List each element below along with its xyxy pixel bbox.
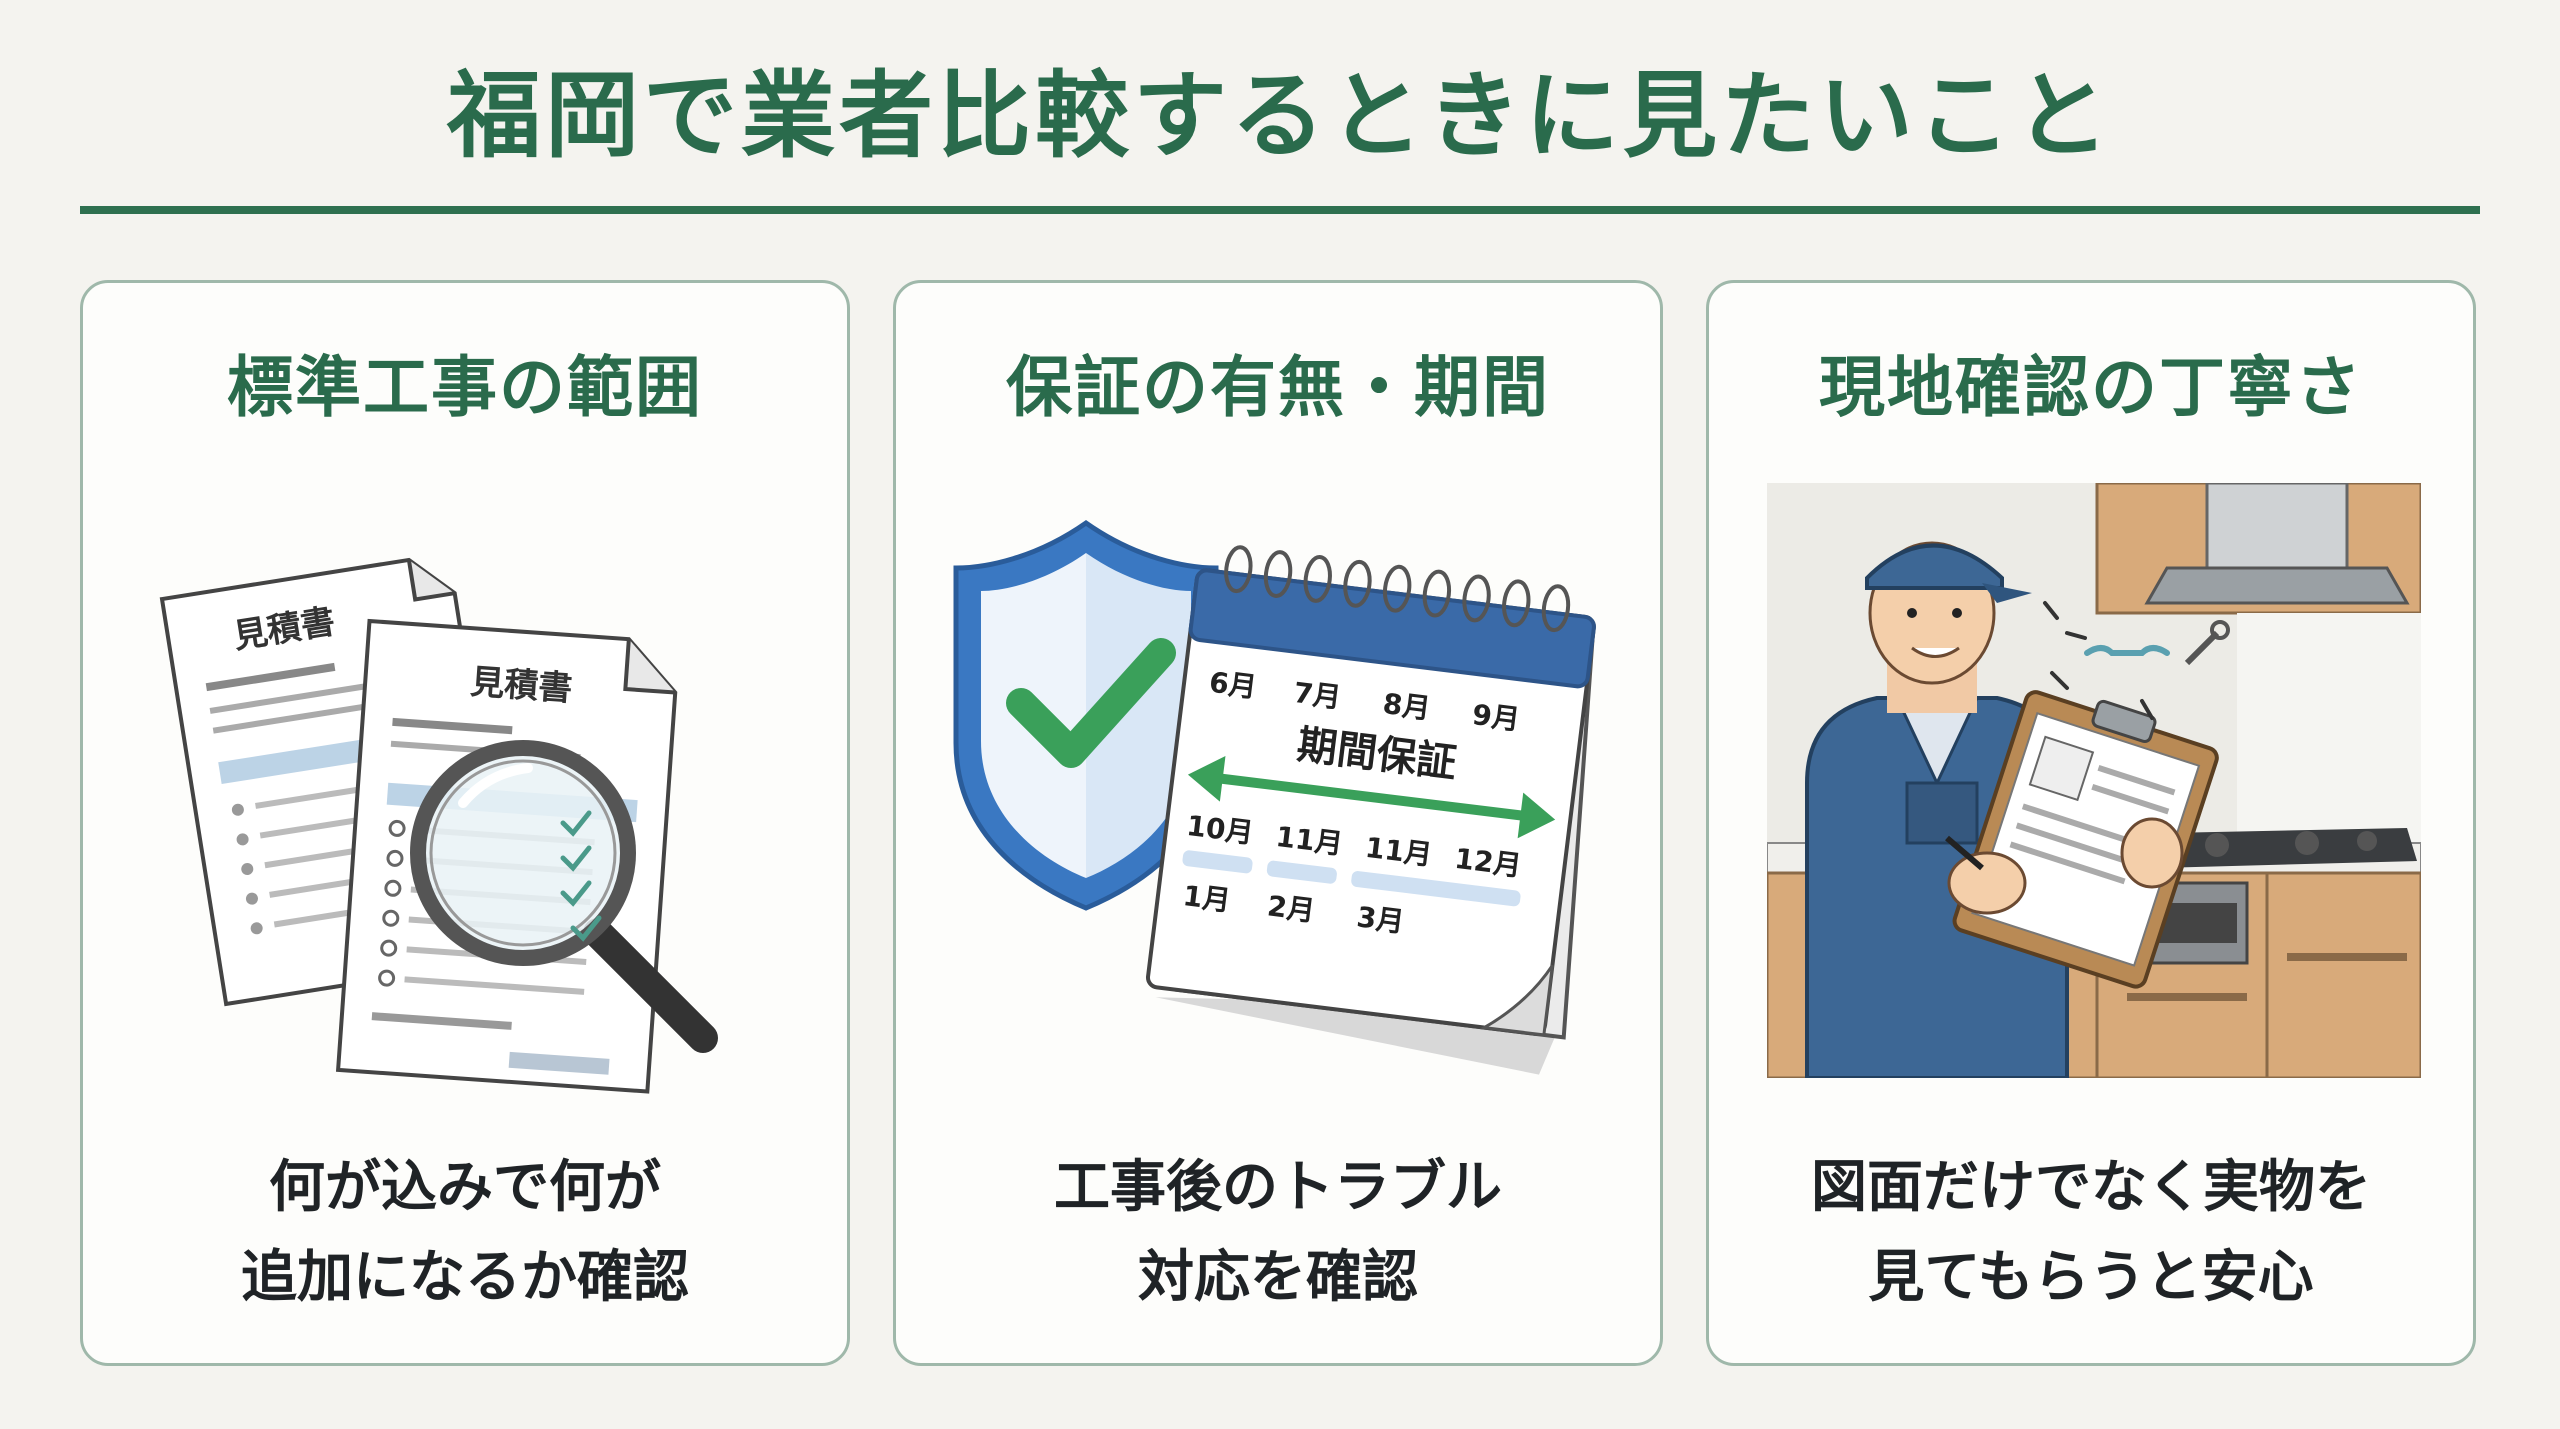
estimate-document-illustration: 見積書 見積書 bbox=[159, 557, 718, 1094]
title-divider bbox=[80, 206, 2480, 214]
sparkle-lines bbox=[2043, 601, 2154, 720]
card-description: 工事後のトラブル 対応を確認 bbox=[896, 1143, 1660, 1323]
warranty-illustration: 6月 7月 8月 9月 期間保証 10月 11月 11月 12月 bbox=[953, 519, 1596, 1075]
pen-icon bbox=[1945, 835, 1984, 871]
card-site-inspection: 現地確認の丁寧さ bbox=[1706, 280, 2476, 1366]
wrench-icon bbox=[2084, 620, 2230, 666]
period-arrow bbox=[1187, 756, 1556, 839]
card-heading: 現地確認の丁寧さ bbox=[1819, 349, 2363, 426]
doc-label-front: 見積書 bbox=[469, 662, 574, 709]
card-description-line: 工事後のトラブル bbox=[1054, 1155, 1502, 1220]
calendar-month: 2月 bbox=[1266, 889, 1317, 928]
card-heading: 標準工事の範囲 bbox=[227, 349, 703, 426]
clipboard-icon bbox=[1952, 690, 2219, 989]
card-description-line: 図面だけでなく実物を bbox=[1811, 1155, 2371, 1220]
shield-check-icon bbox=[953, 519, 1219, 911]
calendar-month: 11月 bbox=[1274, 820, 1344, 861]
card-description: 図面だけでなく実物を 見てもらうと安心 bbox=[1709, 1143, 2473, 1323]
calendar-month: 7月 bbox=[1292, 676, 1343, 715]
card-description-line: 対応を確認 bbox=[1138, 1245, 1418, 1310]
card-heading: 保証の有無・期間 bbox=[1006, 349, 1550, 426]
worker-hand bbox=[2120, 817, 2184, 889]
card-description-line: 何が込みで何が bbox=[269, 1155, 661, 1220]
calendar-month: 6月 bbox=[1207, 666, 1258, 705]
worker-hand bbox=[1947, 851, 2027, 915]
calendar-month: 10月 bbox=[1185, 809, 1255, 850]
card-description: 何が込みで何が 追加になるか確認 bbox=[83, 1143, 847, 1323]
card-standard-work-scope: 標準工事の範囲 見積書 見積書 bbox=[80, 280, 850, 1366]
calendar-month: 1月 bbox=[1181, 879, 1232, 918]
calendar-month: 11月 bbox=[1363, 831, 1433, 872]
calendar-month: 9月 bbox=[1470, 698, 1521, 737]
site-inspection-illustration bbox=[1767, 483, 2421, 1078]
calendar-month: 3月 bbox=[1355, 900, 1406, 939]
magnifier-icon bbox=[410, 740, 718, 1053]
card-description-line: 追加になるか確認 bbox=[241, 1245, 689, 1310]
page-title: 福岡で業者比較するときに見たいこと bbox=[446, 62, 2113, 171]
calendar-month: 12月 bbox=[1453, 842, 1523, 883]
calendar-icon: 6月 7月 8月 9月 期間保証 10月 11月 11月 12月 bbox=[1145, 545, 1596, 1075]
card-description-line: 見てもらうと安心 bbox=[1868, 1245, 2314, 1310]
calendar-month: 8月 bbox=[1381, 687, 1432, 726]
card-warranty: 保証の有無・期間 6月 7月 8月 bbox=[893, 280, 1663, 1366]
